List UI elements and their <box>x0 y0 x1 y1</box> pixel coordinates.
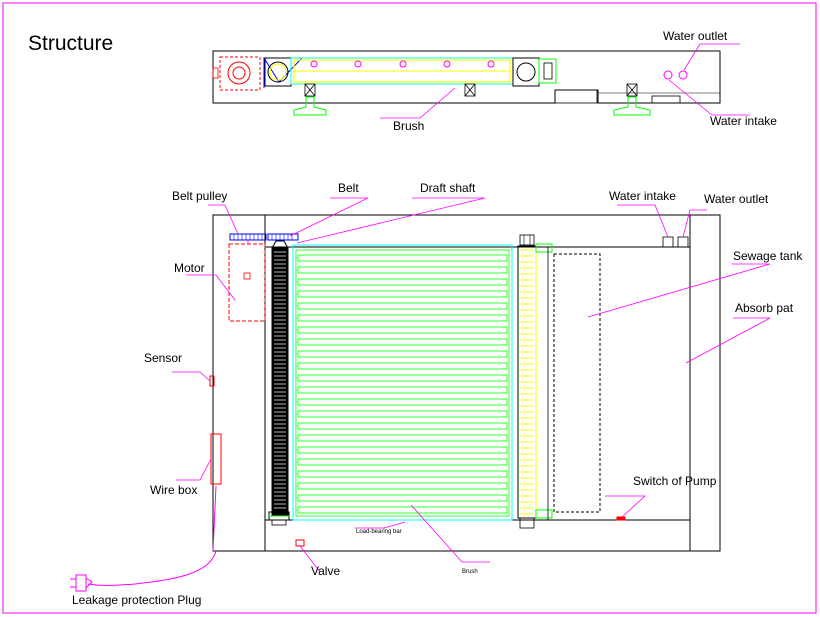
label-sensor: Sensor <box>144 351 182 365</box>
load-bearing-bars <box>297 254 508 514</box>
load-bearing-bar <box>297 506 508 514</box>
load-bearing-bar <box>297 350 508 358</box>
water-outlet-port <box>677 236 689 248</box>
diagram-title: Structure <box>28 32 113 55</box>
label-valve: Valve <box>311 564 340 578</box>
load-bearing-bar <box>297 290 508 298</box>
machine-body <box>212 214 721 552</box>
leakage-protection-plug <box>70 485 217 592</box>
label-water-intake: Water intake <box>609 189 676 203</box>
load-bearing-bar <box>297 374 508 382</box>
label-leakage-protection-plug: Leakage protection Plug <box>72 593 201 607</box>
belt <box>267 233 299 241</box>
label-switch-of-pump: Switch of Pump <box>633 474 717 488</box>
load-bearing-bar <box>297 362 508 370</box>
label-load-bearing-bar: Load-bearing bar <box>356 529 402 535</box>
label-absorb-pat: Absorb pat <box>735 301 794 315</box>
motor <box>228 243 266 322</box>
load-bearing-bar <box>297 434 508 442</box>
load-bearing-bar <box>297 338 508 346</box>
water-intake-port <box>662 236 674 248</box>
valve <box>295 539 305 547</box>
load-bearing-bar <box>297 278 508 286</box>
load-bearing-frame <box>292 244 513 521</box>
label-brush-small: Brush <box>462 569 478 575</box>
belt-pulley <box>229 233 267 241</box>
label-top-water-outlet: Water outlet <box>663 29 728 43</box>
load-bearing-bar <box>297 410 508 418</box>
label-sewage-tank: Sewage tank <box>733 249 803 263</box>
plan-view: Belt pulley Belt Draft shaft Water intak… <box>70 181 803 607</box>
leader-lines <box>172 197 771 573</box>
load-bearing-bar <box>297 494 508 502</box>
load-bearing-bar <box>297 386 508 394</box>
label-belt: Belt <box>338 181 359 195</box>
label-motor: Motor <box>174 261 205 275</box>
load-bearing-bar <box>297 314 508 322</box>
load-bearing-bar <box>297 458 508 466</box>
load-bearing-bar <box>297 266 508 274</box>
load-bearing-bar <box>297 482 508 490</box>
label-top-water-intake: Water intake <box>710 114 777 128</box>
load-bearing-bar <box>297 422 508 430</box>
load-bearing-bar <box>297 326 508 334</box>
top-view: Brush Water outlet Water intake <box>212 29 777 133</box>
pump-switch <box>616 516 626 521</box>
top-motor-box <box>219 56 261 91</box>
load-bearing-bar <box>297 302 508 310</box>
load-bearing-bar <box>297 470 508 478</box>
load-bearing-bar <box>297 254 508 262</box>
load-bearing-bar <box>297 446 508 454</box>
sewage-tank <box>553 253 601 513</box>
label-wire-box: Wire box <box>150 483 197 497</box>
label-draft-shaft: Draft shaft <box>420 181 476 195</box>
label-water-outlet: Water outlet <box>704 192 769 206</box>
label-top-brush: Brush <box>393 119 424 133</box>
label-belt-pulley: Belt pulley <box>172 189 227 203</box>
load-bearing-bar <box>297 398 508 406</box>
